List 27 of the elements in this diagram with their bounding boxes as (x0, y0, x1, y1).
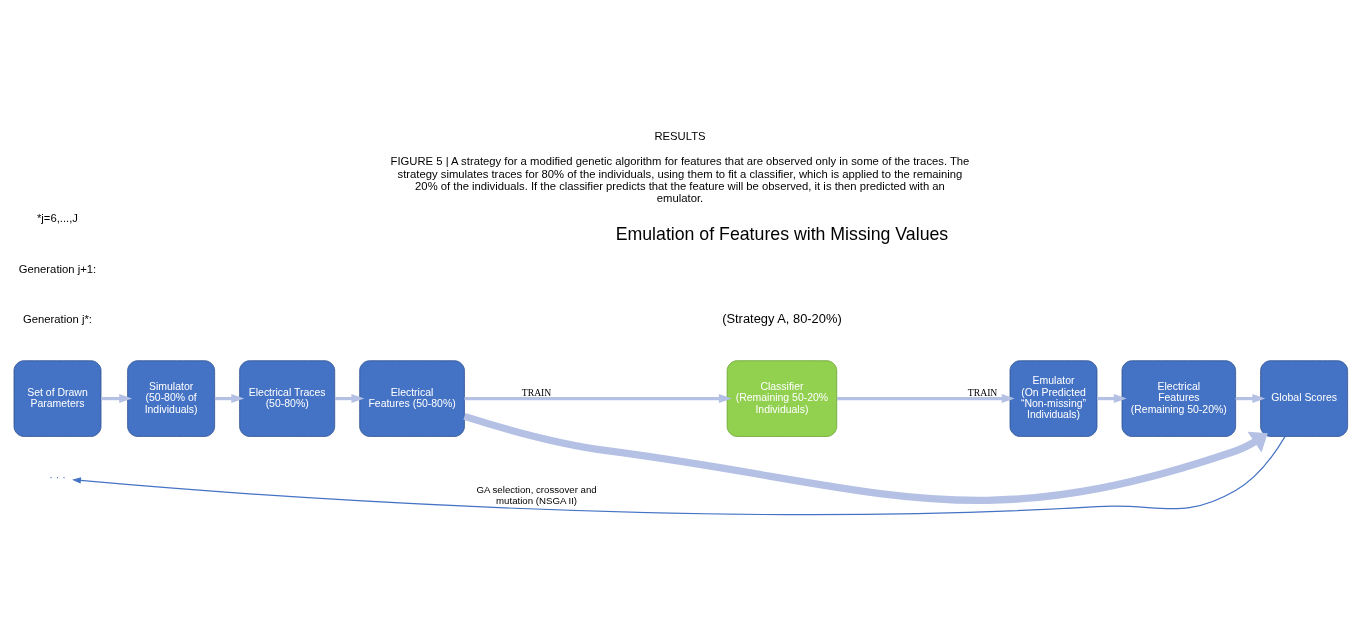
node-box: Electrical Traces (50-80%) (239, 360, 336, 437)
node-text: · · · (49, 472, 66, 484)
arrow (72, 436, 1286, 516)
caption: FIGURE 5 | A strategy for a modified genetic algorithm for features that are observed only in some of the traces. The strategy simulates traces for 80% of the individuals, using them to fit a classifier, which is applied to the remaining 20% of the individuals. If the classifier predicts that the feature will be observed, it is then predicted with an emulator. (390, 155, 970, 204)
arrow (837, 394, 1015, 404)
arrow (1097, 394, 1127, 404)
label: Generation j*: (23, 313, 92, 326)
node-box: Electrical Features (50-80%) (359, 360, 465, 437)
label: (Strategy A, 80-20%) (722, 310, 842, 326)
edge-label: TRAIN (521, 386, 552, 398)
node-box: Electrical Features (Remaining 50-20%) (1121, 360, 1237, 437)
arrow (464, 394, 732, 404)
label: Generation j+1: (18, 262, 97, 275)
edge-label: GA selection, crossover and mutation (NSGA II) (476, 484, 597, 506)
node-box: Simulator (50-80% of Individuals) (127, 360, 216, 437)
node-box: Global Scores (1260, 360, 1349, 437)
arrow (101, 394, 133, 404)
arrow (334, 394, 365, 404)
node-box: Classifier (Remaining 50-20% Individuals) (726, 360, 838, 437)
label: Emulation of Features with Missing Values (615, 223, 949, 244)
arrow (463, 412, 1268, 504)
label: *j=6,...,J (36, 211, 79, 224)
edge-label: TRAIN (967, 386, 998, 398)
arrow (1235, 394, 1266, 404)
diagram-title: RESULTS (654, 130, 706, 143)
node-box: Emulator (On Predicted “Non-missing” Individuals) (1009, 360, 1098, 437)
node-box: Set of Drawn Parameters (13, 360, 102, 437)
